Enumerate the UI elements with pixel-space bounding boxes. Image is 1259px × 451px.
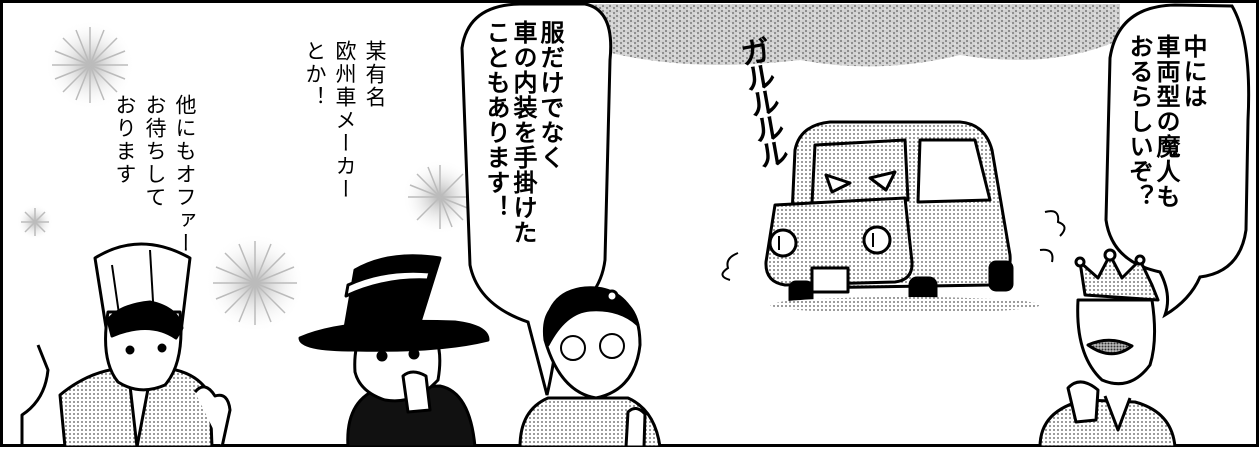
speech-bubble-right [1104, 3, 1251, 319]
handwritten-note-middle: 某有名 欧州車メーカー とか！ [303, 40, 387, 201]
handwritten-note-left: 他にもオファー お待ちして おります [113, 94, 197, 255]
exhaust-puffs [721, 210, 1066, 281]
car-demon [764, 120, 1040, 313]
character-glasses-man [518, 286, 662, 449]
character-king [1038, 248, 1177, 449]
character-bishop [20, 242, 232, 449]
character-witch [298, 254, 490, 449]
speech-text-right: 中には 車両型の魔人も おるらしいぞ？ [1125, 34, 1207, 209]
sparkle-effects [17, 20, 478, 333]
sky-texture [560, 4, 1120, 67]
speech-text-center: 服だけでなく 車の内装を手掛けた こともあります！ [482, 20, 564, 245]
